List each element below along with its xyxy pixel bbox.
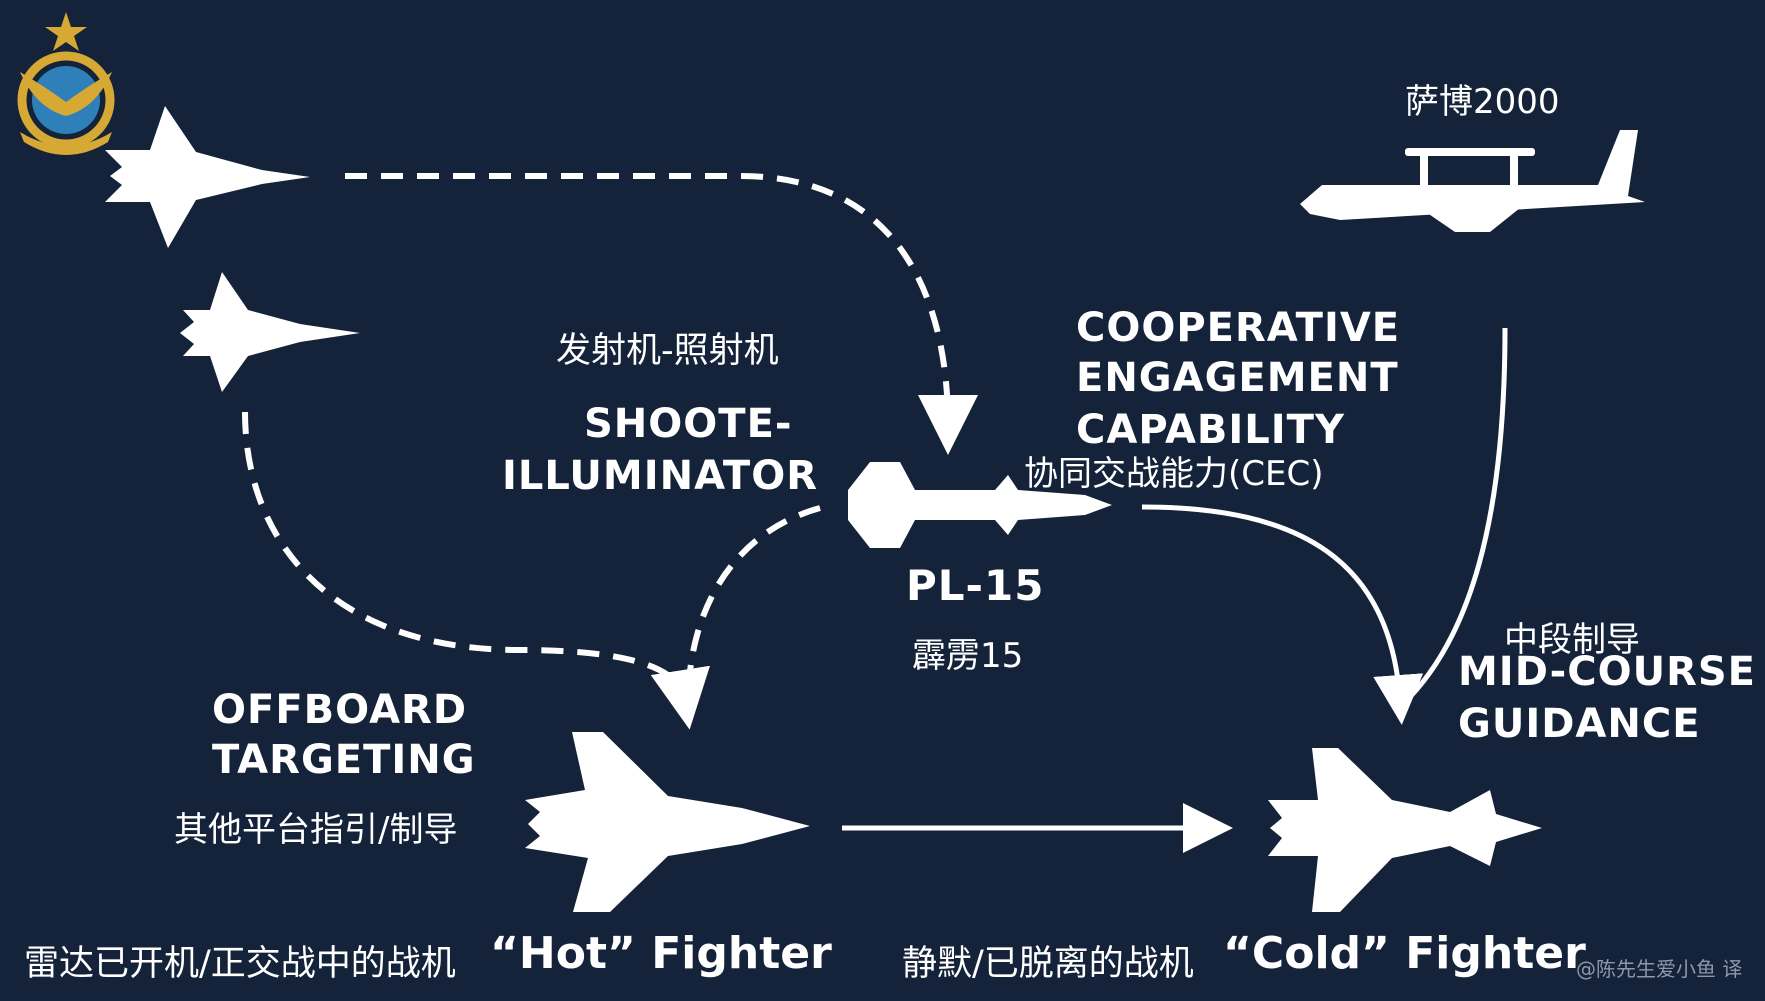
hot-fighter-label-en: “Hot” Fighter — [490, 928, 832, 979]
offboard-label-en-1: OFFBOARD — [212, 687, 468, 733]
awacs-label-cn: 萨博2000 — [1405, 82, 1560, 122]
shooter-label-en-1: SHOOTE- — [584, 401, 793, 447]
hot-fighter-label-cn: 雷达已开机/正交战中的战机 — [24, 944, 456, 984]
missile-label-en: PL-15 — [906, 561, 1045, 610]
missile-label-cn: 霹雳15 — [912, 636, 1024, 676]
cec-label-en-3: CAPABILITY — [1076, 407, 1345, 453]
midcourse-label-cn: 中段制导 — [1504, 620, 1640, 660]
jet-icon — [180, 272, 360, 392]
cec-label-en-2: ENGAGEMENT — [1076, 355, 1399, 401]
watermark: @陈先生爱小鱼 译 — [1576, 957, 1743, 981]
emblem-icon — [17, 12, 115, 155]
cec-label-cn: 协同交战能力(CEC) — [1024, 454, 1324, 494]
midcourse-label-en-1: MID-COURSE — [1458, 649, 1757, 695]
arrow-icon — [685, 505, 821, 701]
offboard-label-cn: 其他平台指引/制导 — [174, 810, 458, 850]
cold-fighter-label-cn: 静默/已脱离的战机 — [902, 944, 1194, 984]
cold-fighter-label-en: “Cold” Fighter — [1223, 928, 1586, 979]
cec-label-en-1: COOPERATIVE — [1076, 305, 1401, 351]
missile-icon — [848, 462, 1112, 548]
midcourse-label-en-2: GUIDANCE — [1458, 701, 1701, 747]
arrow-icon — [242, 411, 710, 730]
offboard-label-en-2: TARGETING — [212, 737, 476, 783]
stealth-fighter-icon — [1268, 748, 1542, 912]
stealth-fighter-icon — [525, 732, 810, 912]
awacs-plane-icon — [1300, 130, 1645, 232]
shooter-label-en-2: ILLUMINATOR — [502, 453, 819, 499]
arrow-icon — [1400, 327, 1508, 707]
arrow-icon — [1141, 504, 1424, 725]
shooter-label-cn: 发射机-照射机 — [556, 331, 779, 371]
jet-icon — [105, 106, 310, 248]
arrow-icon — [345, 173, 978, 455]
